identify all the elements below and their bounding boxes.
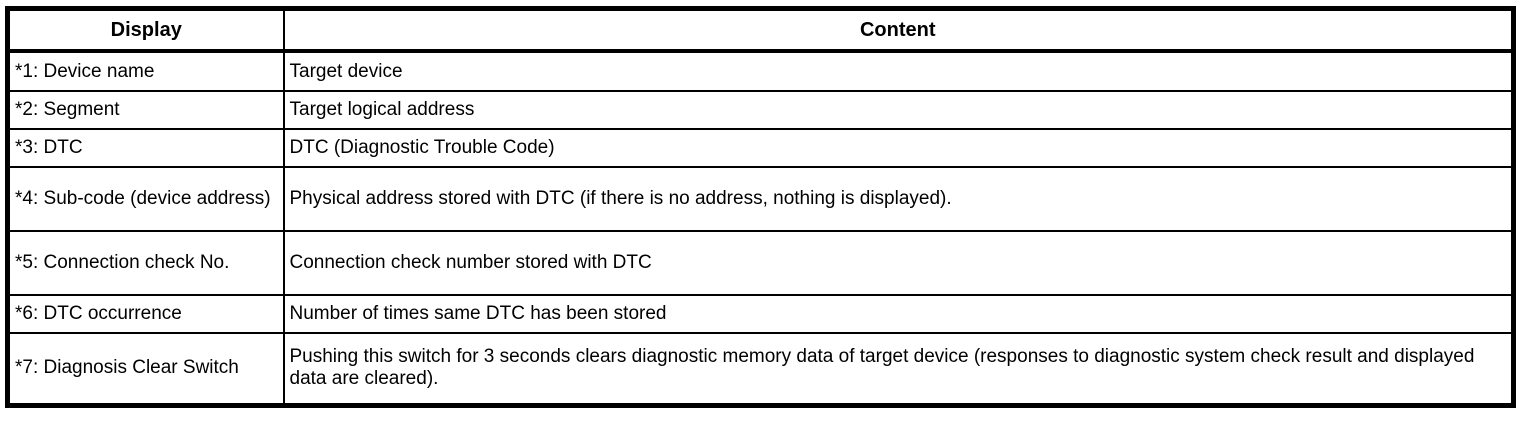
content-cell: Physical address stored with DTC (if the… [282, 166, 1515, 232]
display-cell: *5: Connection check No. [6, 230, 285, 296]
content-cell: Number of times same DTC has been stored [282, 294, 1515, 334]
content-cell: Target device [282, 50, 1515, 92]
table-row: *5: Connection check No. Connection chec… [6, 230, 1515, 296]
display-cell: *1: Device name [6, 50, 285, 92]
diagnostic-display-table-container: Display Content *1: Device name Target d… [5, 6, 1516, 408]
table-row: *1: Device name Target device [6, 50, 1515, 92]
content-cell: Pushing this switch for 3 seconds clears… [282, 332, 1515, 406]
content-cell: DTC (Diagnostic Trouble Code) [282, 128, 1515, 168]
table-row: *3: DTC DTC (Diagnostic Trouble Code) [6, 128, 1515, 168]
display-cell: *6: DTC occurrence [6, 294, 285, 334]
table-row: *2: Segment Target logical address [6, 90, 1515, 130]
display-cell: *2: Segment [6, 90, 285, 130]
table-row: *6: DTC occurrence Number of times same … [6, 294, 1515, 334]
content-cell: Target logical address [282, 90, 1515, 130]
column-header-content: Content [282, 7, 1515, 53]
display-cell: *7: Diagnosis Clear Switch [6, 332, 285, 406]
diagnostic-display-table: Display Content *1: Device name Target d… [5, 6, 1516, 408]
table-header-row: Display Content [6, 7, 1515, 53]
display-cell: *3: DTC [6, 128, 285, 168]
table-row: *7: Diagnosis Clear Switch Pushing this … [6, 332, 1515, 406]
column-header-display: Display [6, 7, 285, 53]
content-cell: Connection check number stored with DTC [282, 230, 1515, 296]
table-row: *4: Sub-code (device address) Physical a… [6, 166, 1515, 232]
display-cell: *4: Sub-code (device address) [6, 166, 285, 232]
